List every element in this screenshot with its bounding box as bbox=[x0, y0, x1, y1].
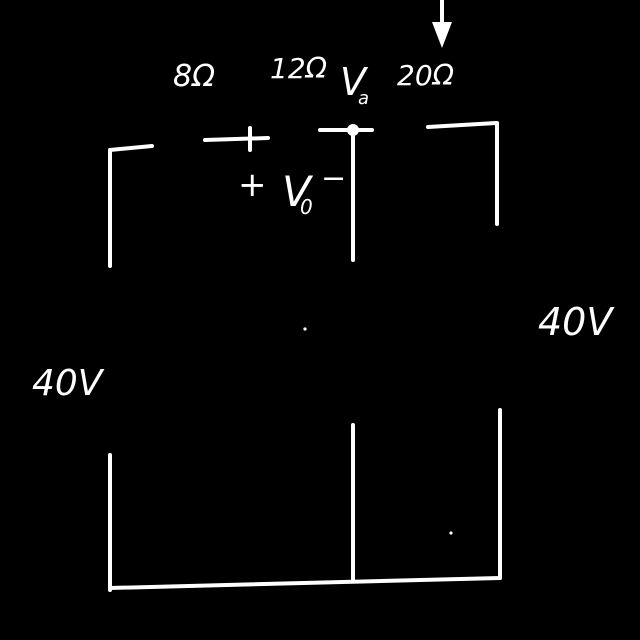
resistor-20-label: 20Ω bbox=[397, 59, 455, 92]
wire-top-right bbox=[426, 121, 498, 129]
wire-top-middle bbox=[203, 136, 270, 142]
vo-label: V bbox=[282, 167, 314, 216]
source-right-label: 40V bbox=[538, 300, 615, 344]
stray-dot bbox=[303, 327, 307, 331]
resistor-12-label: 12Ω bbox=[270, 52, 328, 85]
node-va-subscript: a bbox=[358, 88, 369, 109]
resistor-8-label: 8Ω bbox=[173, 59, 215, 94]
source-left-label: 40V bbox=[32, 363, 105, 404]
vo-plus-label: + bbox=[238, 165, 267, 205]
current-arrow-icon bbox=[432, 22, 452, 48]
node-va-label: V bbox=[340, 60, 369, 104]
vo-minus-label: − bbox=[321, 161, 346, 196]
stray-dot bbox=[449, 531, 453, 535]
wire-top-left bbox=[108, 144, 154, 152]
vo-subscript: 0 bbox=[300, 195, 313, 219]
wire-bottom bbox=[108, 576, 502, 590]
